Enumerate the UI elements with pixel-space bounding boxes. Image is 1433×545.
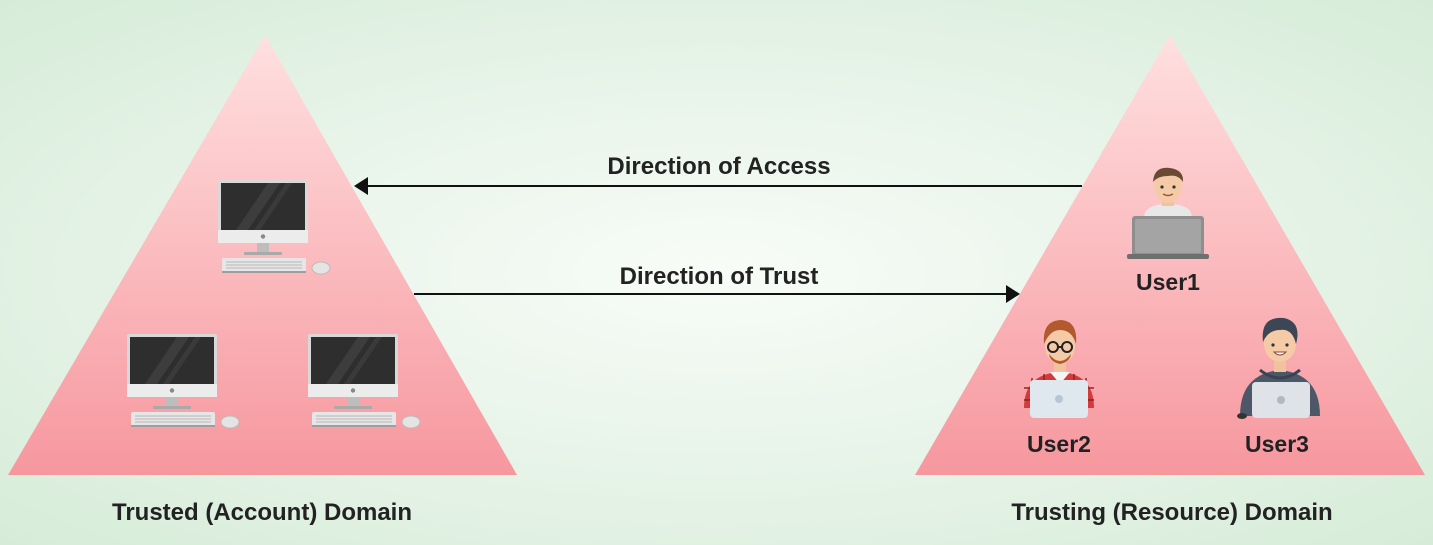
- user-glasses-laptop-icon: [1024, 320, 1094, 418]
- user1-label: User1: [1136, 269, 1200, 295]
- trust-arrow-label: Direction of Trust: [620, 263, 819, 290]
- access-arrowhead: [354, 177, 368, 195]
- user-laptop-icon: [1127, 167, 1209, 259]
- left-domain-label: Trusted (Account) Domain: [112, 499, 412, 526]
- user-hoodie-laptop-icon: [1237, 317, 1320, 419]
- trust-arrowhead: [1006, 285, 1020, 303]
- access-arrow-label: Direction of Access: [607, 153, 830, 180]
- right-domain-label: Trusting (Resource) Domain: [1011, 499, 1332, 526]
- user3-label: User3: [1245, 431, 1309, 457]
- user2-label: User2: [1027, 431, 1091, 457]
